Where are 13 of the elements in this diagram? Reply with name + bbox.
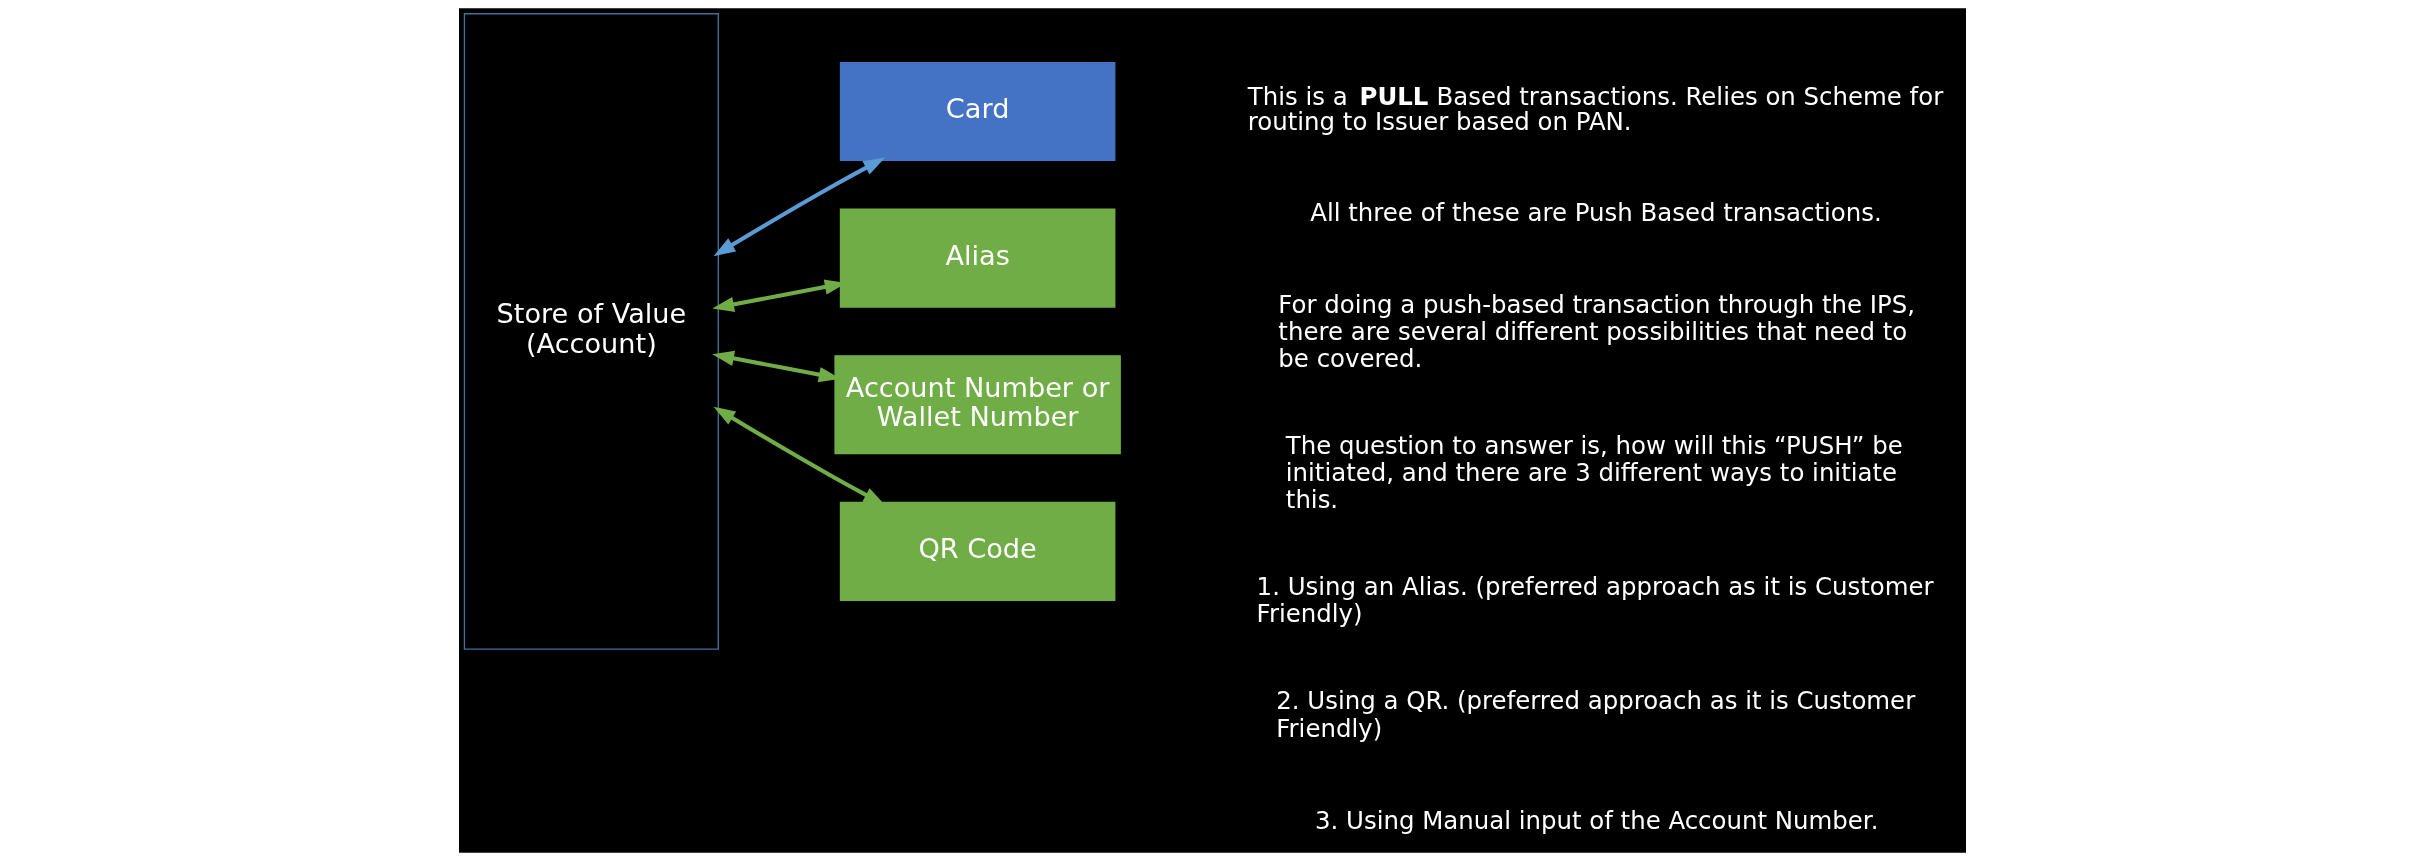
label: This is a PULL Based transactions. Relies on Scheme for routing to Issuer based on PAN.: [1247, 82, 1944, 136]
arrow: [713, 157, 886, 257]
label: The question to answer is, how will this “PUSH” be initiated, and there are 3 different ways to initiate this.: [1285, 431, 1903, 515]
label: 2. Using a QR. (preferred approach as it is Customer Friendly): [1276, 686, 1916, 743]
label: For doing a push-based transaction through the IPS, there are several different possibilities that need to be covered.: [1278, 289, 1915, 374]
label: 3. Using Manual input of the Account Number.: [1315, 805, 1879, 835]
node-box: Alias: [839, 208, 1116, 308]
label: 1. Using an Alias. (preferred approach as it is Customer Friendly): [1256, 572, 1934, 629]
node-box: Card: [839, 61, 1116, 161]
node-box: Account Number or Wallet Number: [834, 355, 1121, 455]
label: All three of these are Push Based transactions.: [1310, 197, 1882, 227]
node-box: QR Code: [839, 501, 1116, 601]
node-box: Store of Value (Account): [463, 13, 719, 650]
